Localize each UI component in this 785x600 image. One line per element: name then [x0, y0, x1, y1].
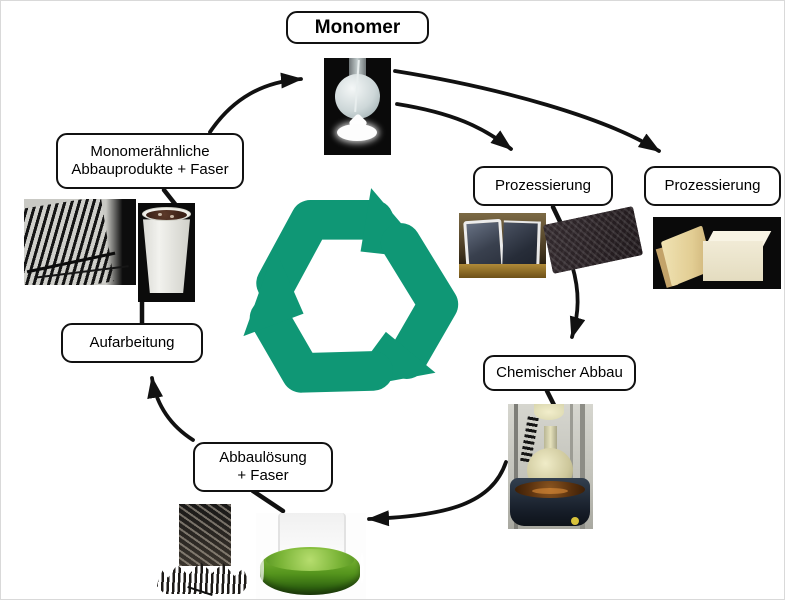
frayed-fabric-photo: [153, 498, 253, 599]
node-aufarbeitung: Aufarbeitung: [61, 323, 203, 363]
green-solution-photo: [256, 513, 366, 599]
connector-abbauprodukte-label-to-photo: [161, 187, 178, 207]
lab-reactor-photo: [508, 404, 593, 529]
powder-pile: [337, 124, 377, 141]
node-abbauloesung-faser: Abbaulösung + Faser: [193, 442, 333, 492]
recycling-symbol-icon: [213, 188, 483, 425]
arrow-abbauprodukte-to-monomer: [208, 72, 303, 134]
node-prozessierung-left: Prozessierung: [473, 166, 613, 206]
node-monomer: Monomer: [286, 11, 429, 44]
monomer-sample-photo: [324, 58, 391, 155]
arrow-abbauloesung-to-aufarbeitung: [147, 376, 195, 442]
arrow-abbau-to-abbauloesung: [367, 460, 508, 527]
connector-abbauloesung-label-to-dish: [250, 488, 286, 514]
foam-blocks-photo: [653, 217, 781, 289]
bucket-solution-photo: [138, 203, 195, 302]
node-chemischer-abbau: Chemischer Abbau: [483, 355, 636, 391]
vacuum-bags-photo: [459, 213, 546, 278]
arrow-monomer-to-prozessierung-right: [393, 69, 661, 153]
arrow-monomer-to-prozessierung-left: [395, 102, 513, 151]
carbon-fiber-rods-photo: [24, 199, 136, 285]
arrow-prozessierung-to-chemischer-abbau: [569, 263, 586, 339]
node-monomeraehnliche-abbauprodukte: Monomerähnliche Abbauprodukte + Faser: [56, 133, 244, 189]
node-prozessierung-right: Prozessierung: [644, 166, 781, 206]
